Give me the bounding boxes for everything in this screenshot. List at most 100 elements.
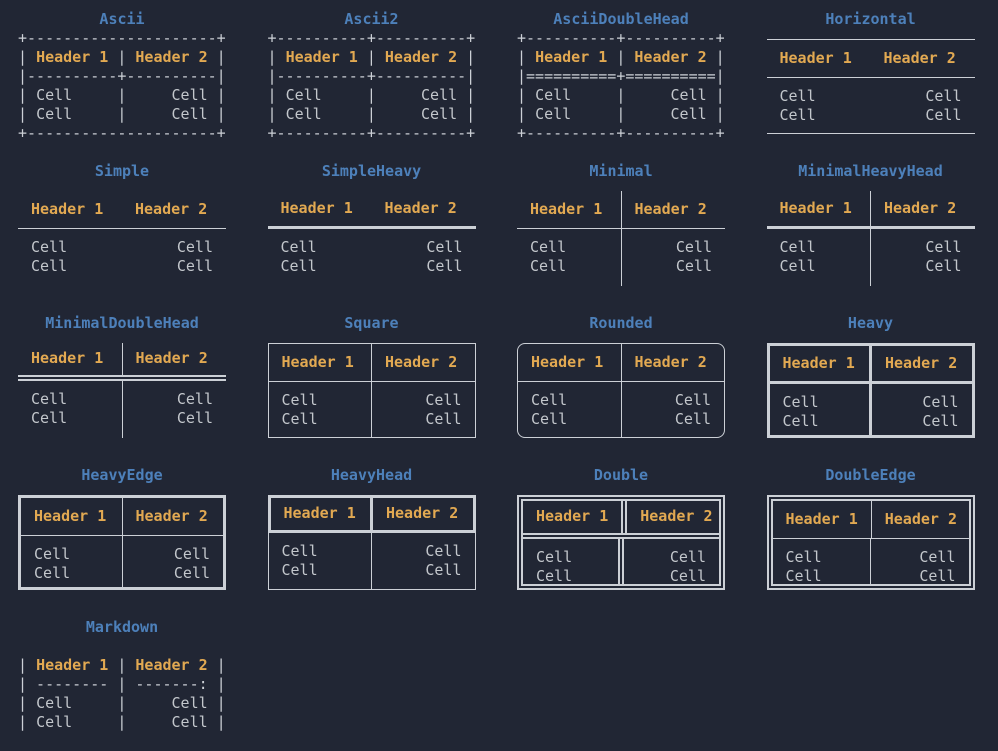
art-segment: Cell	[171, 86, 208, 104]
header-cell-2: Header 2	[384, 198, 457, 217]
table-heavy: Heavy Header 1 Header 2 Cell Cell Cell C…	[749, 314, 998, 438]
table-simple: Simple Header 1 Header 2 Cell Cell Cell …	[0, 162, 249, 286]
table-frame: Header 1 Header 2 Cell Cell Cell Cell	[18, 342, 226, 438]
header-cell-1: Header 1	[773, 500, 872, 538]
body-cell: Cell	[919, 566, 956, 585]
body-cell: Cell	[536, 566, 573, 585]
art-segment: Cell	[670, 105, 707, 123]
body-cell: Cell	[173, 563, 210, 582]
table-header-row: Header 1 Header 2	[268, 343, 475, 382]
body-cell: Cell	[669, 547, 706, 566]
table-header-row: Header 1 Header 2	[772, 500, 969, 539]
table-frame: Header 1 Header 2 Cell Cell Cell Cell	[766, 342, 975, 438]
table-markdown: Markdown | Header 1 | Header 2 | | -----…	[0, 618, 249, 751]
table-body: Cell Cell Cell Cell	[773, 538, 969, 585]
art-segment: |	[457, 105, 476, 123]
art-segment: Header 1	[285, 48, 358, 66]
body-column-1: Cell Cell	[21, 535, 123, 587]
table-frame: Header 1 Header 2 Cell Cell Cell Cell	[517, 342, 725, 438]
table-asciidoublehead: AsciiDoubleHead +----------+----------+ …	[499, 10, 748, 143]
table-title: Simple	[94, 162, 150, 180]
header-cell-2: Header 2	[135, 199, 208, 218]
table-ascii-art: +---------------------+ | Header 1 | Hea…	[18, 29, 249, 143]
art-segment: |	[571, 105, 671, 123]
table-header-row: Header 1 Header 2	[518, 343, 724, 382]
table-body: Cell Cell Cell Cell	[767, 228, 975, 286]
body-column-1: Cell Cell	[773, 538, 871, 585]
art-segment: +----------+----------+	[517, 124, 725, 142]
art-segment: Cell	[535, 86, 572, 104]
art-segment: Cell	[535, 105, 572, 123]
body-column-2: Cell Cell	[372, 382, 475, 437]
body-cell: Cell	[536, 547, 573, 566]
table-ascii2: Ascii2 +----------+----------+ | Header …	[250, 10, 499, 143]
body-cell: Cell	[779, 237, 816, 256]
body-column-2: Cell Cell	[624, 539, 719, 585]
art-segment: |	[207, 694, 226, 712]
art-segment: |	[267, 86, 286, 104]
body-cell: Cell	[31, 408, 68, 427]
art-segment: |	[18, 713, 37, 731]
body-cell: Cell	[281, 560, 318, 579]
body-column-1: Cell Cell	[770, 383, 872, 435]
art-segment: |	[517, 86, 536, 104]
table-frame: Header 1 Header 2 Cell Cell Cell Cell	[766, 494, 975, 590]
body-cell: Cell	[281, 390, 318, 409]
body-cell: Cell	[785, 566, 822, 585]
art-segment: Header 2	[384, 48, 458, 66]
body-column-1: Cell Cell	[517, 228, 622, 286]
table-header-row: Header 1 Header 2	[267, 191, 476, 229]
table-frame: Header 1 Header 2 Cell Cell Cell Cell	[517, 190, 726, 286]
art-segment: |	[517, 48, 536, 66]
header-cell-1: Header 1	[517, 190, 622, 228]
body-column-2: Cell Cell	[622, 229, 726, 286]
art-segment: Cell	[670, 86, 707, 104]
table-title: DoubleEdge	[825, 466, 916, 484]
body-column-2: Cell Cell	[871, 229, 975, 286]
body-cell: Cell	[669, 566, 706, 585]
art-segment: Cell	[36, 86, 73, 104]
table-title: Heavy	[847, 314, 894, 332]
body-cell: Cell	[426, 256, 463, 275]
art-segment: |	[357, 48, 385, 66]
table-body: Cell Cell Cell Cell	[21, 535, 223, 587]
art-segment: Cell	[36, 713, 73, 731]
table-title: Ascii	[99, 10, 145, 28]
header-cell-2: Header 2	[135, 349, 208, 367]
header-cell-1: Header 1	[18, 342, 123, 375]
table-rounded: Rounded Header 1 Header 2 Cell Cell Cell…	[499, 314, 748, 438]
table-frame: Header 1 Header 2 Cell Cell Cell Cell	[18, 191, 226, 286]
art-segment: |	[706, 105, 725, 123]
art-segment: +---------------------+	[18, 124, 226, 142]
header-cell-2: Header 2	[634, 352, 707, 371]
table-double: Double Header 1 Header 2 Cell Cell Cell …	[499, 466, 748, 590]
header-cell-1: Header 1	[767, 190, 871, 226]
art-segment: | -------- | -------: |	[18, 675, 226, 693]
header-cell-1: Header 1	[269, 343, 372, 381]
art-segment: |	[706, 86, 725, 104]
table-frame: Header 1 Header 2 Cell Cell Cell Cell	[766, 38, 975, 134]
table-body: Cell Cell Cell Cell	[770, 383, 972, 435]
body-column-1: Cell Cell	[767, 228, 871, 286]
header-cell-1: Header 1	[770, 345, 872, 381]
body-cell: Cell	[925, 256, 962, 275]
body-column-2: Cell Cell	[372, 533, 475, 589]
table-title: AsciiDoubleHead	[553, 10, 689, 28]
header-cell-2: Header 2	[385, 352, 458, 371]
body-column-2: Cell Cell	[871, 78, 975, 133]
table-body: Cell Cell Cell Cell	[267, 532, 476, 590]
table-body: Cell Cell Cell Cell	[268, 229, 476, 286]
body-cell: Cell	[31, 389, 68, 408]
body-cell: Cell	[779, 86, 816, 105]
header-cell-1: Header 1	[779, 48, 852, 67]
art-segment: |	[18, 48, 37, 66]
table-header-row: Header 1 Header 2	[517, 190, 725, 229]
body-cell: Cell	[922, 411, 959, 430]
art-segment: +---------------------+	[18, 29, 226, 47]
body-cell: Cell	[925, 86, 962, 105]
body-cell: Cell	[176, 237, 213, 256]
art-segment: Header 2	[135, 656, 208, 674]
header-cell-2: Header 2	[885, 353, 958, 372]
art-segment: |	[267, 105, 286, 123]
art-segment: Cell	[285, 86, 322, 104]
